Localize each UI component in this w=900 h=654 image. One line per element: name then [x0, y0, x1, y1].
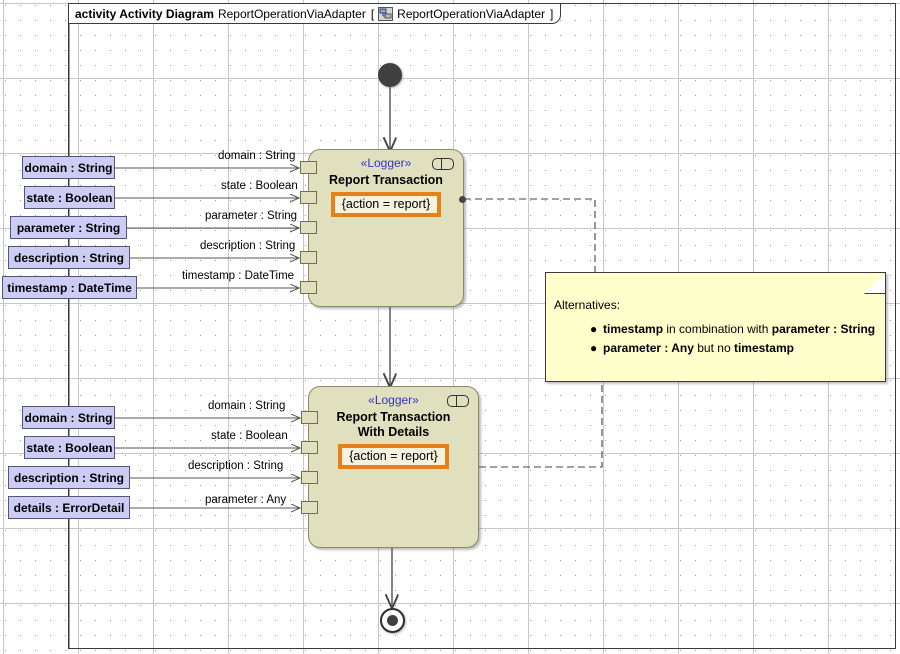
param-domain-string[interactable]: domain : String — [22, 156, 115, 179]
note-item-part1: parameter : Any — [603, 341, 694, 355]
param-description-string[interactable]: description : String — [8, 466, 130, 489]
stereotype-label: «Logger» — [368, 393, 419, 407]
edge-label-description: description : String — [200, 240, 296, 252]
activity-report-transaction-with-details[interactable]: «Logger» Report Transaction With Details… — [308, 386, 479, 548]
param-state-boolean[interactable]: state : Boolean — [24, 436, 115, 459]
activity-rake-icon — [432, 158, 454, 170]
input-pin-description[interactable] — [301, 471, 318, 484]
constraint-action: {action = report} — [338, 444, 449, 469]
input-pin-description[interactable] — [300, 251, 317, 264]
list-item: ● parameter : Any but no timestamp — [590, 340, 875, 356]
bullet-icon: ● — [590, 322, 598, 336]
input-pin-domain[interactable] — [301, 411, 318, 424]
frame-name: ReportOperationViaAdapter — [217, 6, 366, 21]
note-list: ● timestamp in combination with parameter… — [590, 321, 875, 359]
edge-label-parameter: parameter : String — [205, 210, 298, 222]
constraint-action: {action = report} — [330, 192, 442, 217]
input-pin-parameter-any[interactable] — [301, 501, 318, 514]
activity-title: Report Transaction — [329, 173, 443, 187]
input-pin-state[interactable] — [300, 191, 317, 204]
param-state-boolean[interactable]: state : Boolean — [24, 186, 115, 209]
edge-label-domain: domain : String — [218, 150, 296, 162]
activity-title: Report Transaction — [336, 410, 451, 424]
edge-label-timestamp: timestamp : DateTime — [182, 270, 295, 282]
frame-inner-name: ReportOperationViaAdapter — [397, 6, 546, 21]
edge-label-state: state : Boolean — [221, 180, 298, 192]
edge-label-description: description : String — [188, 460, 284, 472]
diagram-frame-header: activity Activity Diagram ReportOperatio… — [68, 3, 562, 24]
note-item-part1: timestamp — [603, 322, 664, 336]
note-item-part2: in combination with — [663, 322, 772, 336]
input-pin-domain[interactable] — [300, 161, 317, 174]
param-parameter-string[interactable]: parameter : String — [10, 216, 127, 239]
param-details-errordetail[interactable]: details : ErrorDetail — [8, 496, 130, 519]
note-title: Alternatives: — [554, 298, 621, 312]
frame-bracket-open: [ — [370, 6, 375, 21]
activity-rake-icon — [447, 395, 469, 407]
edge-label-domain: domain : String — [208, 400, 286, 412]
input-pin-parameter[interactable] — [300, 221, 317, 234]
param-domain-string[interactable]: domain : String — [22, 406, 115, 429]
stereotype-label: «Logger» — [360, 156, 412, 170]
note-alternatives[interactable]: Alternatives: ● timestamp in combination … — [545, 272, 886, 382]
frame-bracket-close: ] — [550, 6, 554, 21]
edge-label-state: state : Boolean — [211, 430, 288, 442]
list-item: ● timestamp in combination with parameter… — [590, 321, 875, 337]
param-timestamp-datetime[interactable]: timestamp : DateTime — [2, 276, 137, 299]
activity-final-node[interactable] — [380, 608, 405, 633]
initial-node[interactable] — [378, 63, 402, 87]
param-description-string[interactable]: description : String — [8, 246, 130, 269]
diagram-icon — [378, 6, 394, 21]
edge-label-parameter-any: parameter : Any — [205, 494, 287, 506]
bullet-icon: ● — [590, 341, 598, 355]
input-pin-timestamp[interactable] — [300, 281, 317, 294]
activity-title-line2: With Details — [357, 425, 430, 439]
note-item-part3: timestamp — [733, 341, 794, 355]
output-pin-node1[interactable] — [459, 196, 466, 203]
activity-final-inner — [387, 615, 398, 626]
frame-keyword: activity Activity Diagram — [75, 6, 214, 21]
note-item-part3: parameter : String — [771, 322, 876, 336]
activity-report-transaction[interactable]: «Logger» Report Transaction {action = re… — [308, 149, 464, 307]
note-item-part2: but no — [693, 341, 734, 355]
input-pin-state[interactable] — [301, 441, 318, 454]
